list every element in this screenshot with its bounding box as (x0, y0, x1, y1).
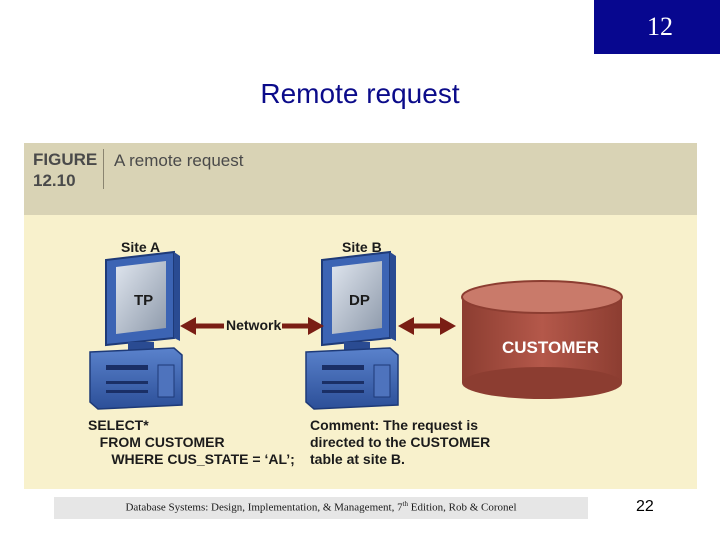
case-b-vent-2 (322, 390, 364, 393)
database-arrow-head (398, 317, 414, 335)
database-link (398, 317, 456, 335)
monitor-b-side (390, 252, 396, 341)
case-a-drive (106, 365, 148, 370)
figure-header: FIGURE 12.10 A remote request (24, 143, 697, 215)
monitor-a-screen (116, 261, 166, 334)
page-number: 22 (636, 498, 654, 515)
database-arrow-head-right (440, 317, 456, 335)
query-text: SELECT* FROM CUSTOMER WHERE CUS_STATE = … (88, 417, 295, 467)
site-a-label: Site A (121, 239, 161, 255)
dp-label: DP (349, 292, 370, 309)
case-a-vent-2 (106, 390, 148, 393)
chapter-badge: 12 (594, 0, 720, 54)
monitor-a-stand (128, 342, 154, 350)
figure-panel: FIGURE 12.10 A remote request (24, 143, 697, 489)
figure-label: FIGURE 12.10 (33, 149, 97, 191)
network-arrow-right-head (308, 317, 324, 335)
computer-site-a (89, 250, 183, 410)
footer-citation-prefix: Database Systems: Design, Implementation… (125, 501, 403, 514)
case-a-vent (106, 381, 148, 384)
customer-database (461, 280, 623, 399)
database-bottom (462, 367, 622, 399)
case-b-panel (373, 364, 391, 398)
network-arrow-left-head (180, 317, 196, 335)
footer-citation: Database Systems: Design, Implementation… (54, 500, 588, 514)
site-b-label: Site B (342, 239, 382, 255)
network-label: Network (226, 317, 282, 333)
figure-caption: A remote request (114, 151, 244, 170)
chapter-number: 12 (647, 12, 673, 41)
slide-title: Remote request (260, 78, 460, 109)
database-top (461, 280, 623, 314)
case-b-vent (322, 381, 364, 384)
computer-site-b (305, 250, 399, 410)
figure-label-word: FIGURE (33, 150, 98, 169)
tp-label: TP (134, 292, 154, 309)
network-link (180, 317, 324, 335)
comment-text: Comment: The request is directed to the … (310, 417, 491, 467)
case-a-panel (157, 364, 175, 398)
case-b-drive (322, 365, 364, 370)
figure-label-number: 12.10 (33, 171, 76, 190)
remote-request-diagram (89, 250, 623, 410)
footer-citation-superscript: th (402, 500, 409, 508)
database-label: CUSTOMER (502, 338, 599, 357)
monitor-b-stand (344, 342, 370, 350)
monitor-a-side (174, 252, 180, 341)
footer-citation-suffix: Edition, Rob & Coronel (408, 501, 517, 514)
figure-label-divider (103, 149, 104, 189)
monitor-b-screen (332, 261, 382, 334)
footer-bar (54, 497, 588, 519)
